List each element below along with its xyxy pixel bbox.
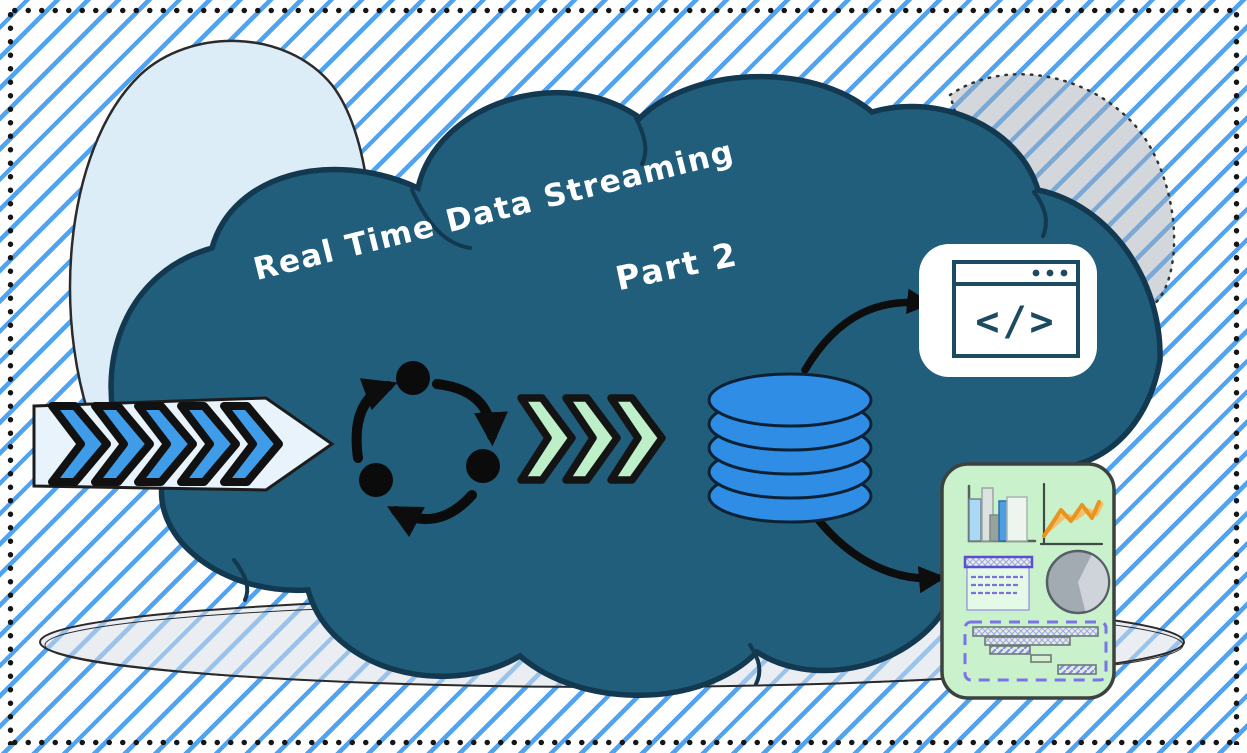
window-dots — [1032, 269, 1068, 277]
code-window-icon: </> — [919, 244, 1097, 377]
gantt-chart-widget — [963, 620, 1108, 682]
dashboard-panel — [940, 462, 1116, 700]
inbound-stream-arrow — [32, 396, 335, 492]
database-icon — [707, 372, 873, 524]
pie-chart-widget — [1045, 549, 1111, 615]
processing-cycle-icon — [351, 361, 508, 538]
inbound-chevrons — [48, 402, 283, 486]
flow-arrow-to-dashboard — [804, 502, 947, 594]
line-chart-widget — [1039, 482, 1104, 546]
bar-chart-widget — [967, 484, 1037, 543]
cloud-detail-arcs — [232, 116, 1048, 686]
flow-arrow-to-code-window — [801, 288, 933, 374]
code-glyph: </> — [975, 299, 1056, 345]
window-frame — [952, 260, 1080, 358]
stream-chevrons-icon — [517, 394, 666, 484]
document-widget — [963, 555, 1034, 611]
